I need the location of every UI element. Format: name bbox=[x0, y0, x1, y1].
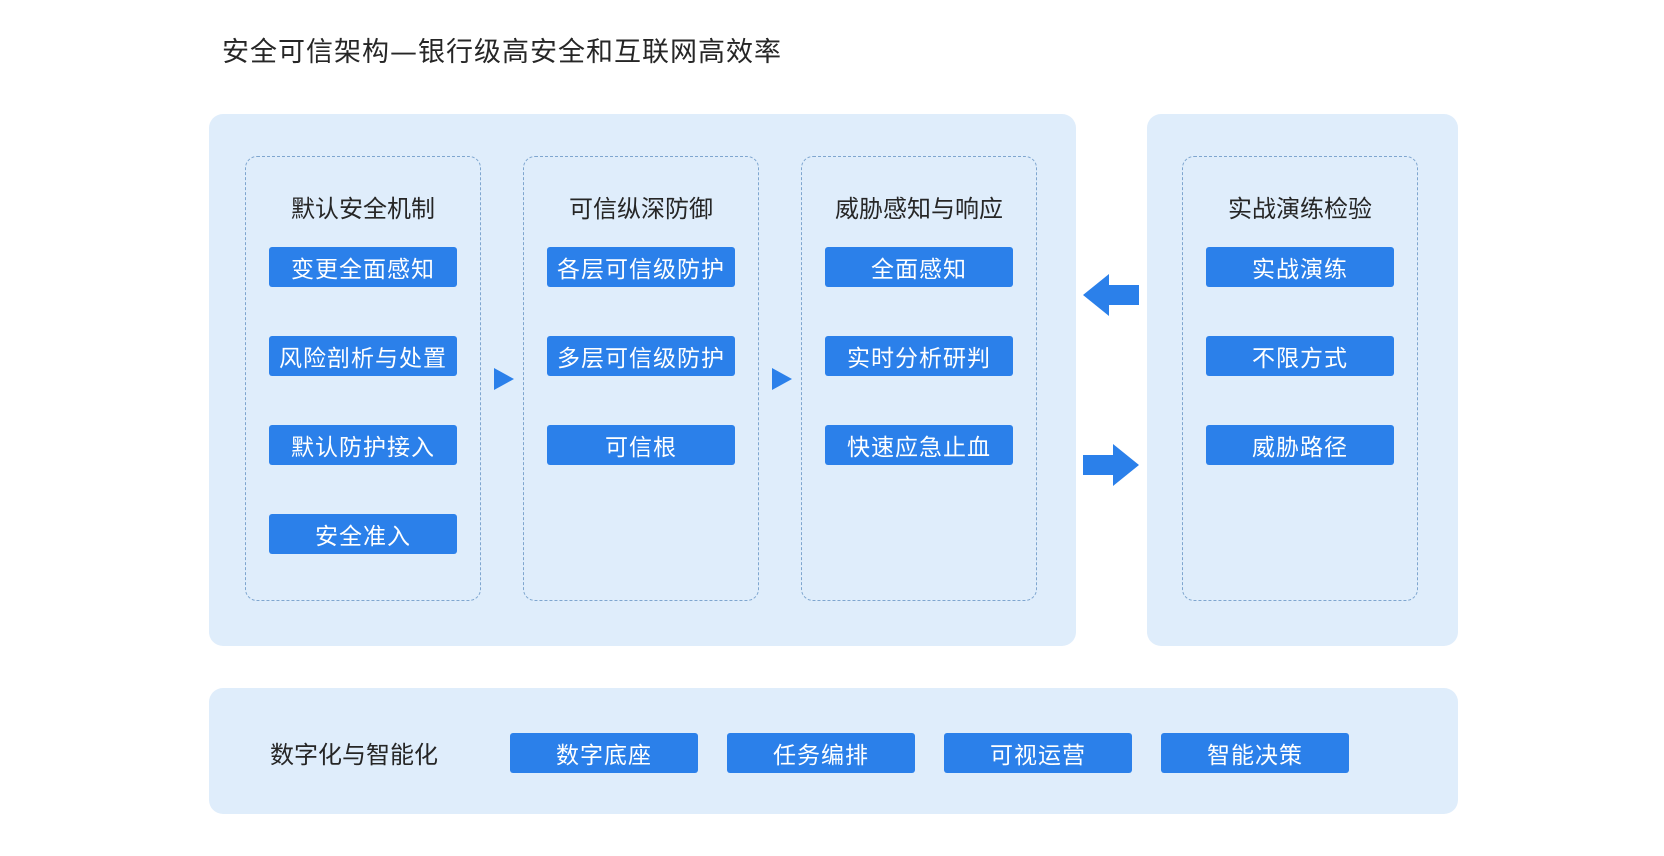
column-threat-response: 威胁感知与响应 全面感知 实时分析研判 快速应急止血 bbox=[801, 156, 1037, 601]
column-title: 威胁感知与响应 bbox=[835, 195, 1003, 223]
item-tag: 全面感知 bbox=[825, 247, 1013, 287]
column-trusted-defense: 可信纵深防御 各层可信级防护 多层可信级防护 可信根 bbox=[523, 156, 759, 601]
item-tag: 可信根 bbox=[547, 425, 735, 465]
item-tag: 快速应急止血 bbox=[825, 425, 1013, 465]
digital-tag: 可视运营 bbox=[944, 733, 1132, 773]
item-tag: 实时分析研判 bbox=[825, 336, 1013, 376]
item-tag: 实战演练 bbox=[1206, 247, 1394, 287]
column-title: 默认安全机制 bbox=[291, 195, 435, 223]
item-tag: 不限方式 bbox=[1206, 336, 1394, 376]
item-tag: 各层可信级防护 bbox=[547, 247, 735, 287]
digital-label: 数字化与智能化 bbox=[270, 741, 438, 769]
drill-panel bbox=[1147, 114, 1458, 646]
arrow-right-icon bbox=[772, 368, 792, 390]
column-title: 实战演练检验 bbox=[1228, 195, 1372, 223]
security-architecture-panel bbox=[209, 114, 1076, 646]
item-tag: 多层可信级防护 bbox=[547, 336, 735, 376]
item-tag: 威胁路径 bbox=[1206, 425, 1394, 465]
digital-tag: 任务编排 bbox=[727, 733, 915, 773]
big-arrow-left-icon bbox=[1083, 274, 1139, 316]
digital-tag: 智能决策 bbox=[1161, 733, 1349, 773]
arrow-right-icon bbox=[494, 368, 514, 390]
item-tag: 变更全面感知 bbox=[269, 247, 457, 287]
digital-tag: 数字底座 bbox=[510, 733, 698, 773]
item-tag: 默认防护接入 bbox=[269, 425, 457, 465]
big-arrow-right-icon bbox=[1083, 444, 1139, 486]
column-default-security: 默认安全机制 变更全面感知 风险剖析与处置 默认防护接入 安全准入 bbox=[245, 156, 481, 601]
column-title: 可信纵深防御 bbox=[569, 195, 713, 223]
item-tag: 风险剖析与处置 bbox=[269, 336, 457, 376]
column-drill-verification: 实战演练检验 实战演练 不限方式 威胁路径 bbox=[1182, 156, 1418, 601]
page-title: 安全可信架构—银行级高安全和互联网高效率 bbox=[222, 37, 782, 68]
item-tag: 安全准入 bbox=[269, 514, 457, 554]
